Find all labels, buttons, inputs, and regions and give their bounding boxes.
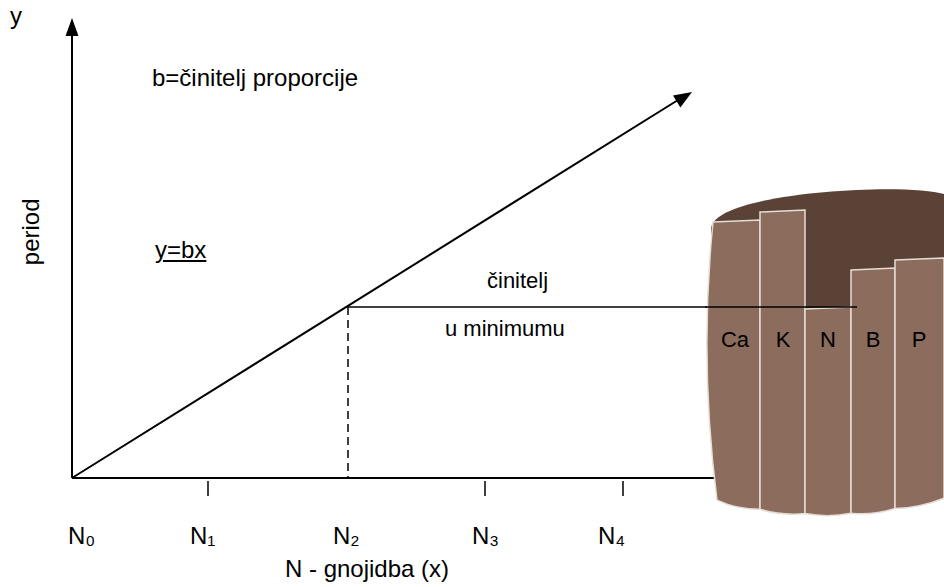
barrel-stave [760,210,805,514]
y-axis [71,32,73,478]
formula-text: y=bx [155,236,206,264]
axis-label: N - gnojidba (x) [285,555,449,583]
tick-label: N₄ [598,522,625,550]
barrel-outline [705,180,944,525]
axis-label: period [16,199,44,266]
y-axis-arrowhead [66,18,79,36]
proportion-arrowhead [673,92,692,107]
axis-label: y [10,2,22,30]
barrel-stave [895,258,944,509]
annotation-text: u minimumu [445,316,565,341]
nutrient-label: N [820,327,836,352]
nutrient-label: K [776,327,791,352]
nutrient-label: P [912,327,927,352]
tick-label: N₃ [472,522,499,550]
tick-mark [622,481,624,496]
tick-mark [484,481,486,496]
nutrient-label: Ca [721,327,749,352]
x-axis [72,477,715,479]
annotation-text: b=činitelj proporcije [152,64,358,92]
minimum-level-line [348,306,712,308]
barrel-stave [707,220,760,509]
proportion-line [72,100,678,478]
barrel-figure: Ca K N B P [705,180,944,525]
tick-label: N₂ [333,522,360,550]
tick-label: N₀ [68,522,95,550]
tick-label: N₁ [190,522,215,550]
barrel-stave [851,268,895,514]
tick-mark [207,481,209,496]
annotation-text: činitelj [487,268,548,293]
dashed-drop-line [347,307,349,478]
barrel-stave [805,307,851,516]
nutrient-label: B [866,327,881,352]
minimum-level-line [705,306,857,308]
